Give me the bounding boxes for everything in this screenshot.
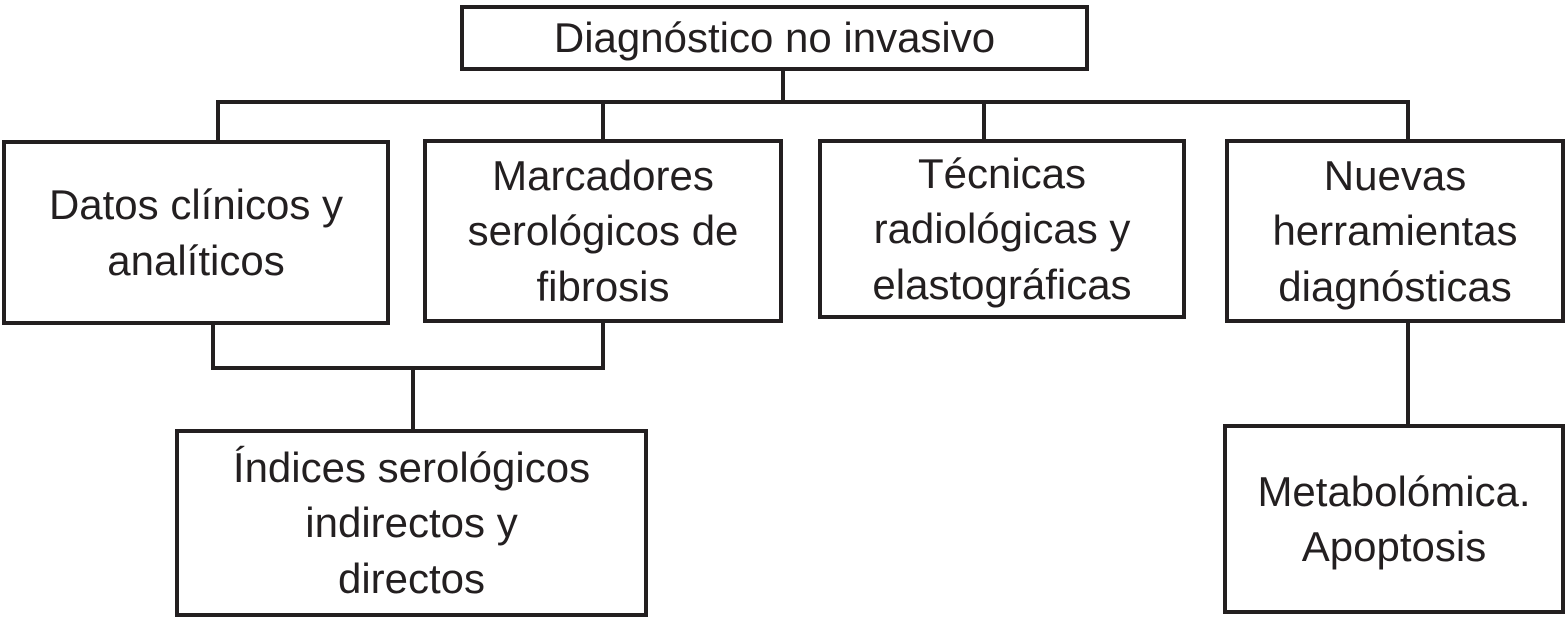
node-label-marcadores-serologicos: Marcadores serológicos de fibrosis bbox=[467, 152, 739, 310]
connector-nuevas-to-metabolomica bbox=[1406, 320, 1410, 428]
node-label-metabolomica-apoptosis: Metabolómica. Apoptosis bbox=[1257, 467, 1531, 570]
node-marcadores-serologicos-de-fibrosis: Marcadores serológicos de fibrosis bbox=[423, 139, 783, 323]
connector-drop-to-tecnicas bbox=[982, 100, 986, 143]
node-indices-serologicos-indirectos-y-directos: Índices serológicos indirectos y directo… bbox=[175, 429, 648, 617]
connector-drop-to-indices bbox=[411, 366, 415, 433]
connector-datos-down bbox=[211, 322, 215, 370]
connector-drop-to-nuevas bbox=[1406, 100, 1410, 143]
node-metabolomica-apoptosis: Metabolómica. Apoptosis bbox=[1223, 424, 1565, 614]
connector-root-stem bbox=[781, 69, 785, 102]
connector-horizontal-bus bbox=[216, 100, 1410, 104]
node-datos-clinicos-y-analiticos: Datos clínicos y analíticos bbox=[2, 140, 390, 325]
connector-drop-to-datos bbox=[216, 100, 220, 144]
node-label-tecnicas-radiologicas: Técnicas radiológicas y elastográficas bbox=[872, 150, 1132, 308]
node-tecnicas-radiologicas-y-elastograficas: Técnicas radiológicas y elastográficas bbox=[818, 139, 1186, 319]
node-label-nuevas-herramientas: Nuevas herramientas diagnósticas bbox=[1272, 152, 1518, 310]
node-label-indices-serologicos: Índices serológicos indirectos y directo… bbox=[232, 444, 591, 602]
node-label-diagnostico-no-invasivo: Diagnóstico no invasivo bbox=[553, 14, 996, 62]
connector-drop-to-marcadores bbox=[601, 100, 605, 143]
node-label-datos-clinicos: Datos clínicos y analíticos bbox=[48, 181, 344, 284]
connector-merge-horizontal bbox=[211, 366, 605, 370]
connector-marcadores-down bbox=[601, 320, 605, 370]
node-diagnostico-no-invasivo: Diagnóstico no invasivo bbox=[460, 5, 1089, 71]
node-nuevas-herramientas-diagnosticas: Nuevas herramientas diagnósticas bbox=[1225, 139, 1565, 323]
